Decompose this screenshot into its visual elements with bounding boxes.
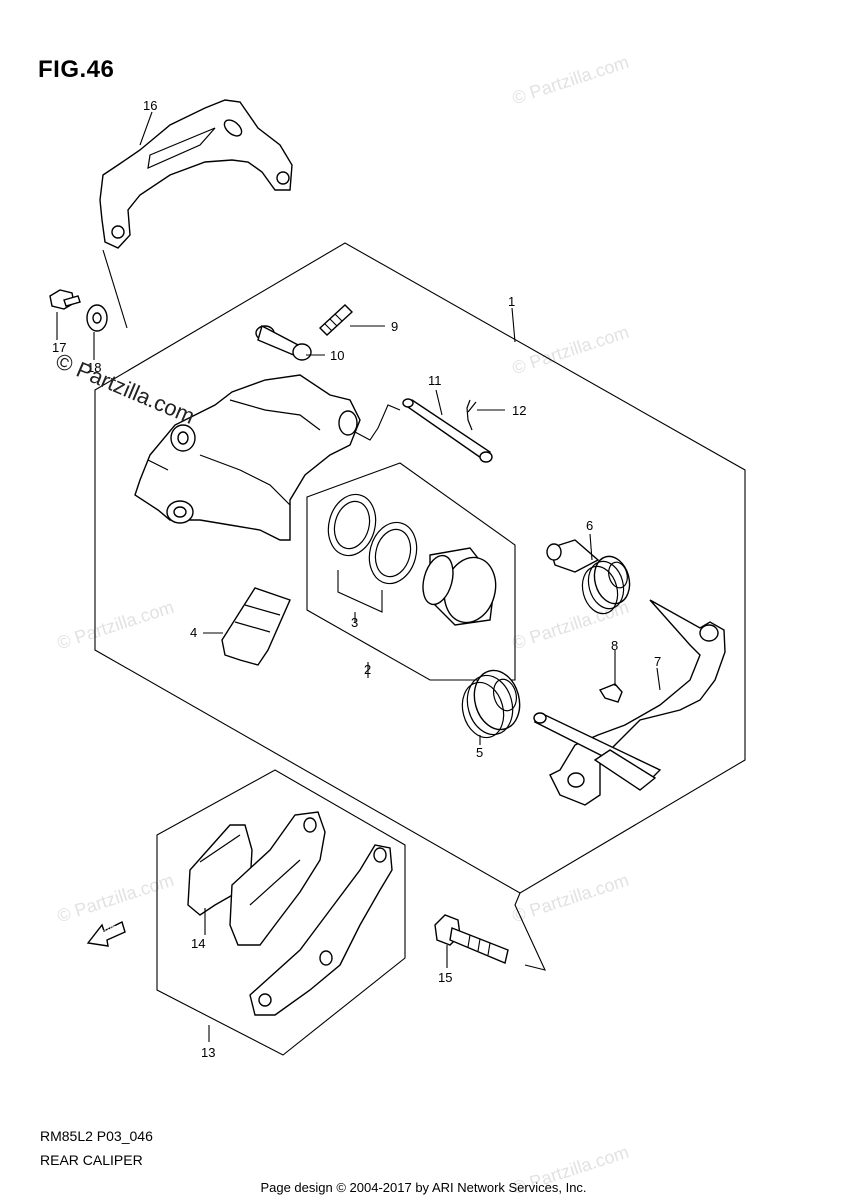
boot-6: [581, 555, 631, 615]
bleeder-valve: [318, 304, 354, 336]
callout-12: 12: [512, 403, 526, 418]
callout-6: 6: [586, 518, 593, 533]
callout-1: 1: [508, 294, 515, 309]
callout-9: 9: [391, 319, 398, 334]
callout-15: 15: [438, 970, 452, 985]
assembly-frame-13: [156, 769, 406, 1056]
callout-16: 16: [143, 98, 157, 113]
washer-18: [86, 304, 108, 332]
callout-2: 2: [364, 662, 371, 677]
callout-10: 10: [330, 348, 344, 363]
caliper-body: [134, 374, 361, 541]
assembly-frame-1: [94, 242, 746, 894]
callout-14: 14: [191, 936, 205, 951]
pad-pin: [402, 398, 493, 463]
slide-pin-upper: [546, 539, 600, 573]
bleeder-cap: [255, 324, 312, 361]
bolt-17: [49, 289, 81, 310]
callout-7: 7: [654, 654, 661, 669]
section-title: REAR CALIPER: [40, 1152, 143, 1168]
figure-title: FIG.46: [38, 56, 115, 83]
page-footer: Page design © 2004-2017 by ARI Network S…: [260, 1180, 587, 1195]
piston-seals: [327, 493, 418, 585]
callout-17: 17: [52, 340, 66, 355]
caliper-holder-bracket: [533, 599, 726, 806]
callout-4: 4: [190, 625, 197, 640]
boot-5: [461, 669, 521, 739]
callout-5: 5: [476, 745, 483, 760]
pad-clip: [598, 683, 623, 703]
assembly-frame-2: [306, 462, 516, 681]
callout-11: 11: [428, 373, 442, 388]
pad-spring: [221, 587, 291, 666]
caliper-bracket: [99, 99, 293, 249]
callout-8: 8: [611, 638, 618, 653]
callout-18: 18: [87, 360, 101, 375]
callout-13: 13: [201, 1045, 215, 1060]
piston: [422, 547, 497, 626]
callout-3: 3: [351, 615, 358, 630]
pin-clip: [466, 399, 477, 431]
figure-code: RM85L2 P03_046: [40, 1128, 153, 1144]
caliper-bolt: [434, 914, 509, 964]
forward-arrow-icon: FWD: [86, 921, 126, 947]
pad-shim: [249, 844, 393, 1016]
brake-pad-rear: [229, 811, 326, 946]
